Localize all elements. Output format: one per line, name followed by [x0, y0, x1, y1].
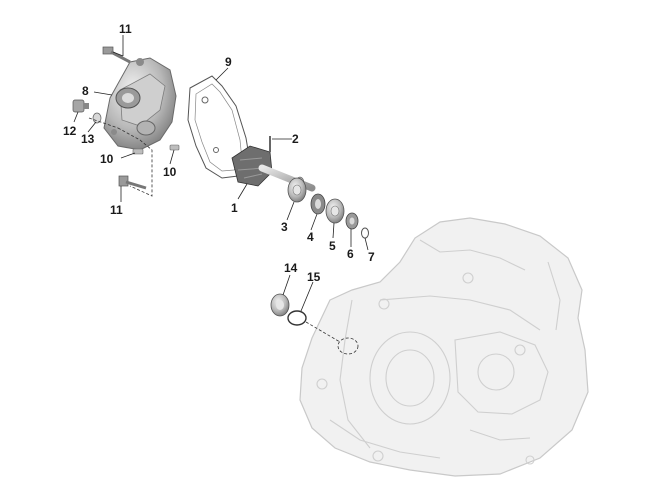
callout-3: 3: [281, 220, 288, 234]
crankcase-illustration: [299, 217, 589, 477]
callout-5: 5: [329, 239, 336, 253]
callout-9: 9: [225, 55, 232, 69]
callout-10-left: 10: [100, 152, 114, 166]
callout-6: 6: [347, 247, 354, 261]
seal-6-illustration: [345, 212, 359, 230]
dowel-pin-left-illustration: [132, 148, 144, 155]
callout-11-top: 11: [119, 22, 132, 36]
callout-11-bottom: 11: [110, 203, 123, 217]
bearing-5-illustration: [325, 198, 345, 224]
callout-2: 2: [292, 132, 299, 146]
callout-4: 4: [307, 230, 314, 244]
water-pump-cover-illustration: [103, 57, 177, 151]
bushing-illustration: [270, 293, 290, 317]
callout-10-right: 10: [163, 165, 177, 179]
callout-7: 7: [368, 250, 375, 264]
bolt-bottom-illustration: [118, 175, 147, 190]
seal-4-illustration: [310, 193, 326, 215]
callout-8: 8: [82, 84, 89, 98]
bolt-top-illustration: [102, 46, 131, 64]
drain-plug-illustration: [72, 99, 89, 113]
dowel-pin-right-illustration: [169, 144, 180, 151]
bearing-3-illustration: [287, 177, 307, 203]
callouts: 11 8 9 12 13 10 10 11 2 1 3 4 5 6 7 14 1…: [63, 22, 375, 284]
circlip-illustration: [361, 227, 369, 239]
callout-13: 13: [81, 132, 95, 146]
callout-14: 14: [284, 261, 298, 275]
callout-1: 1: [231, 201, 238, 215]
callout-15: 15: [307, 270, 321, 284]
o-ring-illustration: [287, 310, 307, 326]
leader-lines: [73, 35, 369, 343]
callout-12: 12: [63, 124, 77, 138]
washer-illustration: [92, 112, 102, 124]
